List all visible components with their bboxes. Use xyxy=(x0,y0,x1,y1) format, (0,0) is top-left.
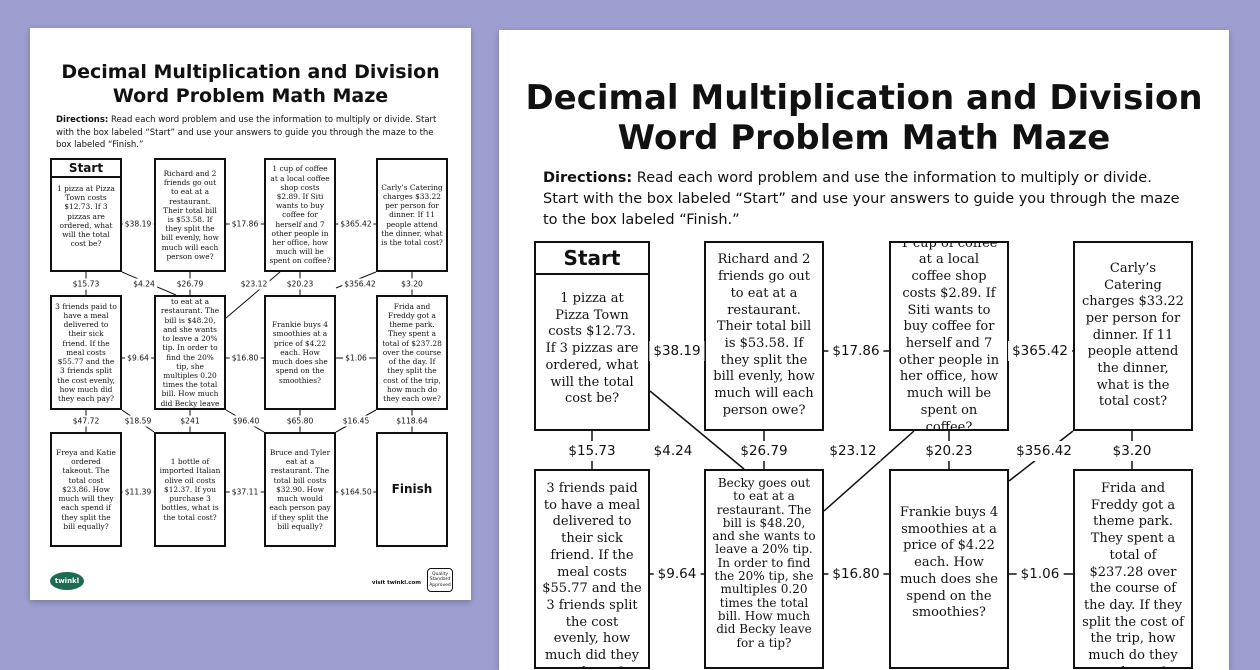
maze-grid: Start 1 pizza at Pizza Town costs $12.73… xyxy=(50,158,450,548)
answer-label: $37.11 xyxy=(229,486,261,498)
answer-label-zoomed: $26.79 xyxy=(736,441,792,461)
answer-label-zoomed: $17.86 xyxy=(828,341,884,361)
answer-label-zoomed: $365.42 xyxy=(1008,341,1072,361)
answer-label: $17.86 xyxy=(229,218,261,230)
maze-box-frankie-zoomed: Frankie buys 4 smoothies at a price of $… xyxy=(889,469,1009,669)
answer-label-zoomed: $4.24 xyxy=(649,441,697,461)
maze-box-frida-zoomed: Frida and Freddy got a theme park. They … xyxy=(1073,469,1193,669)
answer-label: $38.19 xyxy=(122,218,154,230)
answer-label: $16.45 xyxy=(340,415,372,427)
maze-box-coffee: 1 cup of coffee at a local coffee shop c… xyxy=(264,158,336,272)
answer-label-zoomed: $23.12 xyxy=(825,441,881,461)
directions-zoomed: Directions: Read each word problem and u… xyxy=(543,170,1180,228)
maze-box-carly: Carly’s Catering charges $33.22 per pers… xyxy=(376,158,448,272)
directions: Directions: Read each word problem and u… xyxy=(56,115,437,150)
answer-label-zoomed: $16.80 xyxy=(828,564,884,584)
answer-label: $356.42 xyxy=(342,278,378,290)
visit-link-text: visit twinkl.com xyxy=(371,580,421,586)
answer-label: $365.42 xyxy=(338,218,374,230)
answer-label: $9.64 xyxy=(125,352,151,364)
problem-pizza-zoomed: 1 pizza at Pizza Town costs $12.73. If 3… xyxy=(545,291,639,407)
answer-label: $3.20 xyxy=(399,278,425,290)
maze-box-bruce: Bruce and Tyler eat at a restaurant. The… xyxy=(264,432,336,547)
answer-label: $1.06 xyxy=(343,352,369,364)
maze-box-richard: Richard and 2 friends go out to eat at a… xyxy=(154,158,226,272)
answer-label: $18.59 xyxy=(122,415,154,427)
answer-label-zoomed: $1.06 xyxy=(1016,564,1064,584)
answer-label-zoomed: $38.19 xyxy=(649,341,705,361)
answer-label: $20.23 xyxy=(284,278,316,290)
answer-label: $26.79 xyxy=(174,278,206,290)
answer-label: $15.73 xyxy=(70,278,102,290)
answer-label: $96.40 xyxy=(230,415,262,427)
maze-grid-zoomed: Start 1 pizza at Pizza Town costs $12.73… xyxy=(534,241,1194,669)
maze-box-olive-oil: 1 bottle of imported Italian olive oil c… xyxy=(154,432,226,547)
maze-box-start: Start 1 pizza at Pizza Town costs $12.73… xyxy=(50,158,122,272)
maze-box-becky: Becky goes out to eat at a restaurant. T… xyxy=(154,295,226,410)
start-label: Start xyxy=(52,160,120,178)
answer-label-zoomed: $20.23 xyxy=(921,441,977,461)
start-label-zoomed: Start xyxy=(536,243,648,275)
maze-box-richard-zoomed: Richard and 2 friends go out to eat at a… xyxy=(704,241,824,431)
maze-box-becky-zoomed: Becky goes out to eat at a restaurant. T… xyxy=(704,469,824,669)
answer-label-zoomed: $3.20 xyxy=(1108,441,1156,461)
page-title: Decimal Multiplication and Division Word… xyxy=(61,61,440,107)
quality-badge-icon: Quality Standard Approved xyxy=(427,568,453,592)
maze-box-frankie: Frankie buys 4 smoothies at a price of $… xyxy=(264,295,336,410)
answer-label-zoomed: $15.73 xyxy=(564,441,620,461)
answer-label: $16.80 xyxy=(229,352,261,364)
answer-label: $47.72 xyxy=(70,415,102,427)
maze-box-finish: Finish xyxy=(376,432,448,547)
answer-label: $23.12 xyxy=(238,278,270,290)
answer-label: $118.64 xyxy=(394,415,430,427)
maze-box-sick-friend: 3 friends paid to have a meal delivered … xyxy=(50,295,122,410)
answer-label-zoomed: $9.64 xyxy=(653,564,701,584)
worksheet-thumbnail: Decimal Multiplication and Division Word… xyxy=(30,28,471,600)
page-title-zoomed: Decimal Multiplication and Division Word… xyxy=(525,78,1203,158)
page-footer: twinkl visit twinkl.com Quality Standard… xyxy=(30,566,471,592)
problem-pizza: 1 pizza at Pizza Town costs $12.73. If 3… xyxy=(57,184,115,249)
answer-label: $164.50 xyxy=(338,486,374,498)
worksheet-zoomed: Decimal Multiplication and Division Word… xyxy=(499,30,1229,670)
maze-box-sick-friend-zoomed: 3 friends paid to have a meal delivered … xyxy=(534,469,650,669)
maze-box-frida: Frida and Freddy got a theme park. They … xyxy=(376,295,448,410)
maze-box-freya: Freya and Katie ordered takeout. The tot… xyxy=(50,432,122,547)
answer-label: $4.24 xyxy=(131,278,157,290)
answer-label: $11.39 xyxy=(122,486,154,498)
maze-box-start-zoomed: Start 1 pizza at Pizza Town costs $12.73… xyxy=(534,241,650,431)
maze-box-carly-zoomed: Carly’s Catering charges $33.22 per pers… xyxy=(1073,241,1193,431)
answer-label-zoomed: $356.42 xyxy=(1012,441,1076,461)
answer-label: $65.80 xyxy=(284,415,316,427)
maze-box-coffee-zoomed: 1 cup of coffee at a local coffee shop c… xyxy=(889,241,1009,431)
answer-label: $241 xyxy=(178,415,202,427)
twinkl-logo: twinkl xyxy=(50,572,84,590)
